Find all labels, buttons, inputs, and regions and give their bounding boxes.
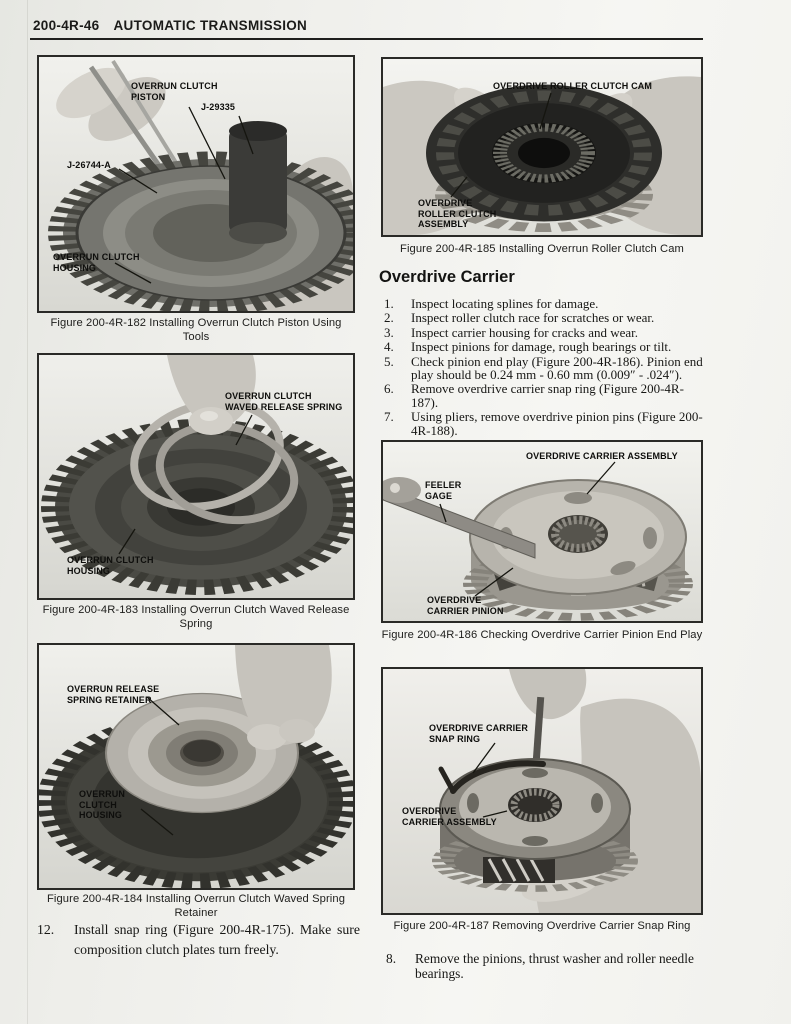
header-rule (30, 38, 703, 40)
callout-overdrive-carrier-assembly: OVERDRIVE CARRIER ASSEMBLY (402, 806, 497, 827)
step-4-text: Inspect pinions for damage, rough bearin… (411, 339, 672, 355)
step-4-number: 4. (384, 339, 394, 355)
figure-184-photo-illustration (39, 645, 353, 888)
figure-187: OVERDRIVE CARRIER SNAP RING OVERDRIVE CA… (381, 667, 703, 915)
step-5-text: Check pinion end play (Figure 200-4R-186… (411, 353, 703, 383)
callout-overrun-clutch-housing: OVERRUN CLUTCH HOUSING (79, 789, 126, 821)
figure-183-caption: Figure 200-4R-183 Installing Overrun Clu… (42, 604, 350, 630)
callout-overdrive-carrier-snap-ring: OVERDRIVE CARRIER SNAP RING (429, 723, 529, 744)
page-scan-seam (27, 0, 28, 1024)
step-1: 1. Inspect locating splines for damage. (384, 296, 705, 311)
figure-186-photo-illustration (383, 442, 701, 621)
callout-overdrive-carrier-pinion: OVERDRIVE CARRIER PINION (427, 595, 504, 616)
step-4: 4. Inspect pinions for damage, rough bea… (384, 339, 705, 355)
figure-187-caption: Figure 200-4R-187 Removing Overdrive Car… (393, 920, 691, 932)
figure-184: OVERRUN RELEASE SPRING RETAINER OVERRUN … (37, 643, 355, 890)
page-header: 200-4R-46 AUTOMATIC TRANSMISSION (33, 18, 307, 34)
callout-overrun-clutch-housing: OVERRUN CLUTCH HOUSING (67, 555, 154, 576)
step-6-number: 6. (384, 381, 394, 397)
step-12-number: 12. (37, 922, 55, 937)
step-7-number: 7. (384, 409, 394, 425)
step-3: 3. Inspect carrier housing for cracks an… (384, 324, 705, 340)
step-3-text: Inspect carrier housing for cracks and w… (411, 324, 639, 340)
page-code: 200-4R-46 (33, 18, 100, 33)
figure-185-photo-illustration (383, 59, 701, 235)
section-heading-overdrive-carrier: Overdrive Carrier (379, 268, 515, 286)
step-8-text: Remove the pinions, thrust washer and ro… (415, 951, 694, 981)
step-5: 5. Check pinion end play (Figure 200-4R-… (384, 353, 705, 383)
callout-feeler-gage: FEELER GAGE (425, 480, 462, 501)
step-2: 2. Inspect roller clutch race for scratc… (384, 310, 705, 326)
callout-release-spring-retainer: OVERRUN RELEASE SPRING RETAINER (67, 684, 160, 705)
callout-tool-j26744: J-26744-A (67, 160, 111, 170)
figure-182-caption: Figure 200-4R-182 Installing Overrun Clu… (50, 317, 342, 343)
figure-185-caption: Figure 200-4R-185 Installing Overrun Rol… (400, 243, 684, 255)
step-7-text: Using pliers, remove overdrive pinion pi… (411, 409, 703, 438)
step-1-number: 1. (384, 296, 394, 311)
callout-waved-release-spring: OVERRUN CLUTCH WAVED RELEASE SPRING (225, 391, 343, 412)
callout-overdrive-roller-clutch-cam: OVERDRIVE ROLLER CLUTCH CAM (493, 81, 653, 91)
figure-186-caption: Figure 200-4R-186 Checking Overdrive Car… (381, 629, 703, 641)
callout-overrun-clutch-housing: OVERRUN CLUTCH HOUSING (53, 252, 140, 273)
step-5-number: 5. (384, 353, 394, 369)
figure-182-photo-illustration (39, 57, 353, 311)
step-1-text: Inspect locating splines for damage. (411, 296, 599, 311)
figure-187-photo-illustration (383, 669, 701, 913)
overdrive-carrier-steps: 1. Inspect locating splines for damage. … (384, 297, 705, 438)
callout-overdrive-carrier-assembly: OVERDRIVE CARRIER ASSEMBLY (526, 451, 678, 461)
step-12: 12. Install snap ring (Figure 200-4R-175… (37, 920, 360, 959)
step-8: 8. Remove the pinions, thrust washer and… (386, 951, 716, 981)
step-6: 6. Remove overdrive carrier snap ring (F… (384, 382, 705, 409)
step-8-number: 8. (386, 951, 397, 966)
callout-overrun-clutch-piston: OVERRUN CLUTCH PISTON (131, 81, 218, 102)
page-title: AUTOMATIC TRANSMISSION (113, 18, 308, 33)
figure-184-caption: Figure 200-4R-184 Installing Overrun Clu… (46, 893, 346, 919)
figure-183-photo-illustration (39, 355, 353, 598)
figure-183: OVERRUN CLUTCH WAVED RELEASE SPRING OVER… (37, 353, 355, 600)
figure-186: OVERDRIVE CARRIER ASSEMBLY FEELER GAGE O… (381, 440, 703, 623)
figure-182: OVERRUN CLUTCH PISTON J-29335 J-26744-A … (37, 55, 355, 313)
step-2-number: 2. (384, 310, 394, 326)
step-6-text: Remove overdrive carrier snap ring (Figu… (411, 381, 684, 410)
callout-tool-j29335: J-29335 (201, 102, 236, 112)
step-7: 7. Using pliers, remove overdrive pinion… (384, 410, 705, 437)
callout-overdrive-roller-clutch-assembly: OVERDRIVE ROLLER CLUTCH ASSEMBLY (418, 198, 497, 230)
step-2-text: Inspect roller clutch race for scratches… (411, 310, 655, 326)
figure-185: OVERDRIVE ROLLER CLUTCH CAM OVERDRIVE RO… (381, 57, 703, 237)
step-12-text: Install snap ring (Figure 200-4R-175). M… (74, 922, 360, 957)
step-3-number: 3. (384, 324, 394, 340)
